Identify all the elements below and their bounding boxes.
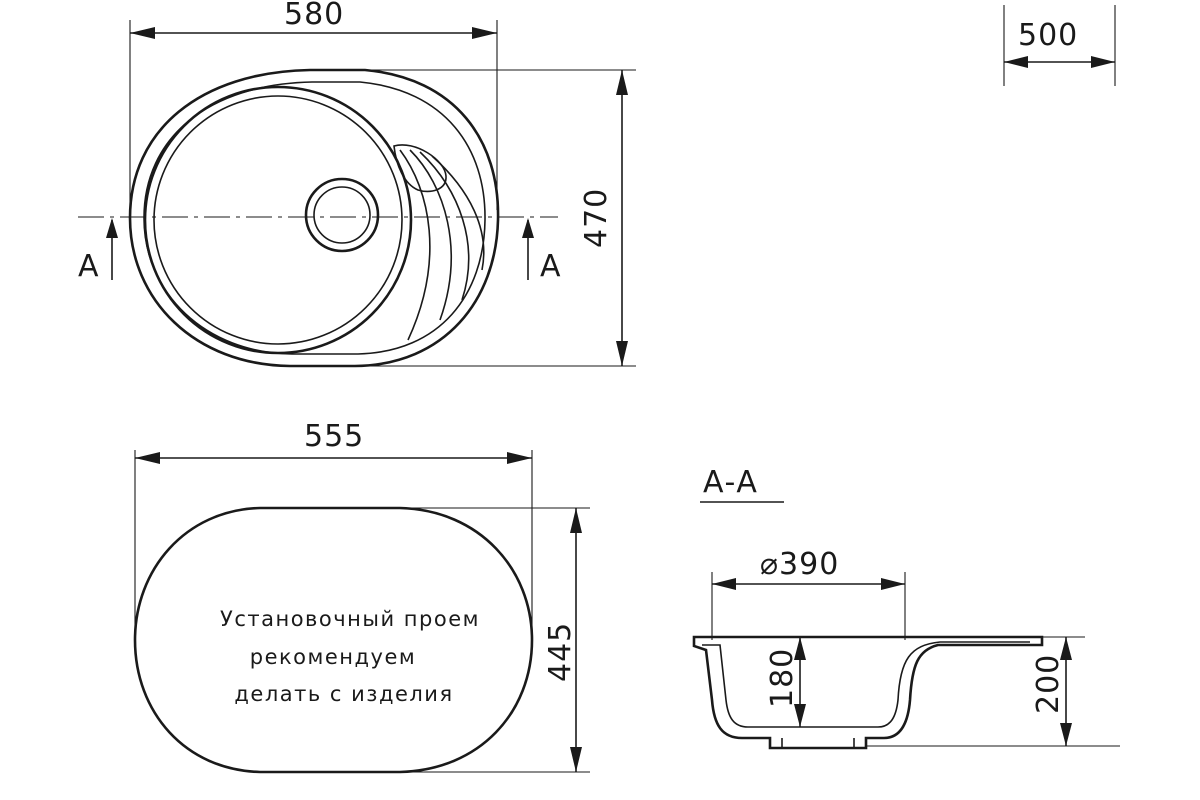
dim-445-label: 445	[543, 622, 578, 682]
dim-390-arrow-left	[712, 578, 736, 590]
wing-groove-3	[419, 151, 470, 301]
sink-rim-contour	[143, 81, 486, 355]
section-arrow-right-head	[522, 218, 534, 238]
sink-outer-contour	[128, 68, 500, 368]
dim-500-arrow-right	[1091, 56, 1115, 68]
cutout-note-line1: Установочный проем	[220, 607, 480, 631]
cutout-contour	[133, 506, 534, 774]
dim-180-arrow-top	[794, 637, 806, 660]
dim-470-arrow-top	[616, 70, 628, 95]
corner-dimension: 500	[1003, 5, 1116, 86]
section-mark-left: А	[78, 249, 100, 284]
dim-555-label: 555	[304, 419, 364, 454]
wing-groove-1	[399, 149, 431, 341]
dim-200-arrow-top	[1060, 637, 1072, 660]
cutout-note-line3: делать с изделия	[234, 682, 453, 706]
dim-390-label: ⌀390	[760, 547, 839, 582]
dim-580-arrow-left	[130, 27, 155, 39]
section-title: А-А	[703, 465, 758, 500]
drain-outer-ring	[304, 177, 380, 253]
bowl-outer-circle	[143, 85, 413, 355]
mixer-hole	[393, 144, 447, 193]
cutout-note-line2: рекомендуем	[250, 645, 416, 669]
dim-445-arrow-bottom	[570, 747, 582, 772]
sink-profile-inner	[702, 641, 1030, 728]
dim-500-label: 500	[1018, 18, 1078, 53]
dim-580-label: 580	[284, 0, 344, 32]
dim-200-label: 200	[1031, 654, 1066, 714]
dim-180-arrow-bottom	[794, 704, 806, 727]
sink-profile-outer	[692, 635, 1044, 750]
dim-555-arrow-left	[135, 452, 160, 464]
dim-580-arrow-right	[472, 27, 497, 39]
dim-180-label: 180	[765, 648, 800, 708]
dim-445-arrow-top	[570, 508, 582, 533]
dim-555-arrow-right	[507, 452, 532, 464]
bowl-inner-circle	[153, 95, 403, 345]
cutout-view: Установочный проем рекомендуем делать с …	[133, 419, 590, 774]
dim-470-label: 470	[579, 188, 614, 248]
dim-470-arrow-bottom	[616, 341, 628, 366]
dim-500-arrow-left	[1004, 56, 1028, 68]
section-view: А-А ⌀390 180 200	[692, 465, 1120, 750]
dim-200-arrow-bottom	[1060, 723, 1072, 746]
section-arrow-left-head	[106, 218, 118, 238]
drain-inner-ring	[313, 186, 371, 244]
dim-390-arrow-right	[881, 578, 905, 590]
top-view: А А 580 470	[78, 0, 636, 368]
wing-groove-2	[409, 149, 452, 321]
section-mark-right: А	[540, 249, 562, 284]
